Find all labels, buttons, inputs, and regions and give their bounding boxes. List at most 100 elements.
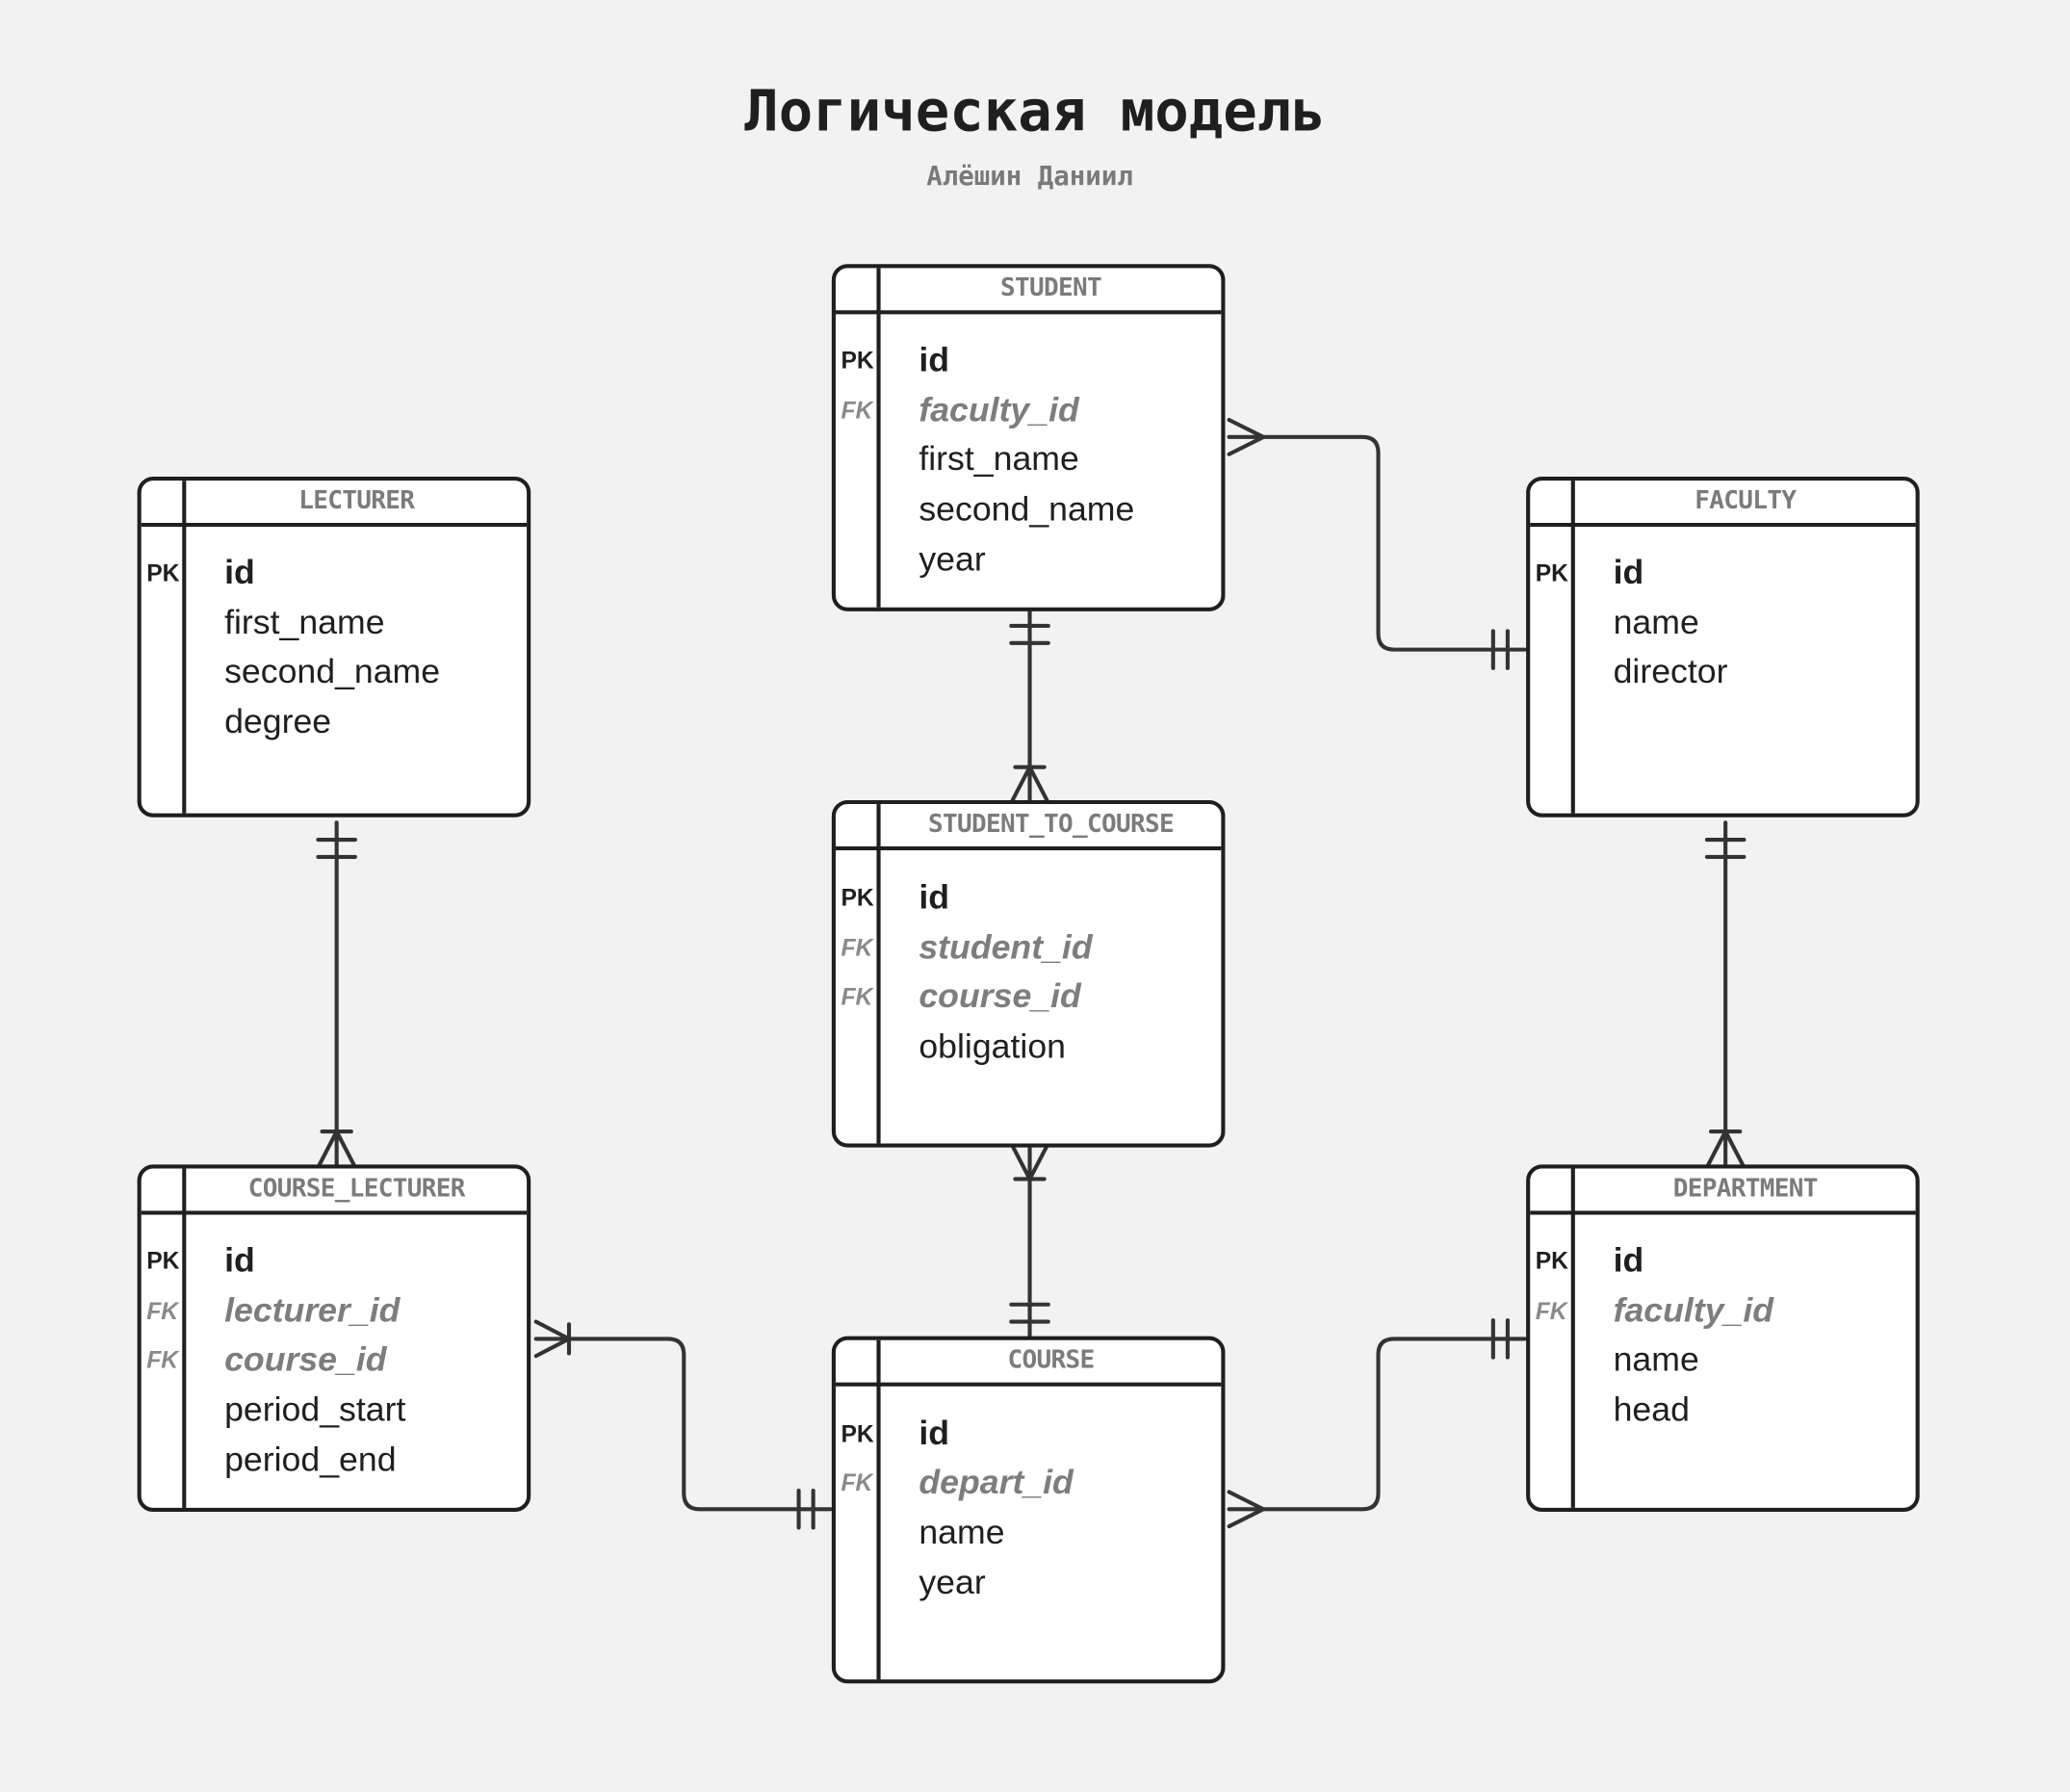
field-name: id xyxy=(1613,552,1644,592)
rel-course-lecturer-course xyxy=(533,1319,833,1530)
field-name: lecturer_id xyxy=(224,1289,401,1330)
field-row[interactable]: head xyxy=(1530,1387,1915,1437)
field-name: year xyxy=(919,1562,986,1602)
diagram-title: Логическая модель xyxy=(744,79,1326,145)
field-name: faculty_id xyxy=(1613,1289,1774,1330)
key-column-divider xyxy=(182,1168,187,1508)
entity-name: COURSE_LECTURER xyxy=(247,1173,466,1204)
field-name: id xyxy=(224,1239,255,1280)
entity-name: STUDENT xyxy=(999,273,1102,303)
field-row[interactable]: first_name xyxy=(142,600,527,650)
primary-key-marker: PK xyxy=(146,1247,180,1275)
field-row[interactable]: name xyxy=(836,1509,1221,1559)
field-row[interactable]: obligation xyxy=(836,1024,1221,1074)
entity-faculty[interactable]: FACULTY PK id name director xyxy=(1526,477,1920,818)
field-name: id xyxy=(919,1413,950,1453)
primary-key-marker: PK xyxy=(841,347,874,375)
field-row[interactable]: name xyxy=(1530,600,1915,650)
field-name: name xyxy=(1613,602,1699,642)
field-name: student_id xyxy=(919,926,1093,967)
field-row[interactable]: FK student_id xyxy=(836,924,1221,974)
field-row[interactable]: PK id xyxy=(836,1410,1221,1460)
entity-header xyxy=(1530,480,1916,528)
rel-course-student-to-course xyxy=(1009,1144,1050,1338)
rel-course-department xyxy=(1227,1318,1527,1529)
foreign-key-marker: FK xyxy=(841,934,873,962)
field-name: year xyxy=(919,538,986,579)
entity-header xyxy=(835,804,1222,851)
entity-name: COURSE xyxy=(1007,1345,1095,1375)
primary-key-marker: PK xyxy=(146,559,180,586)
field-row[interactable]: FK faculty_id xyxy=(836,387,1221,437)
field-row[interactable]: second_name xyxy=(142,648,527,698)
field-row[interactable]: first_name xyxy=(836,435,1221,485)
field-row[interactable]: PK id xyxy=(142,549,527,599)
field-name: first_name xyxy=(919,438,1079,479)
field-row[interactable]: PK id xyxy=(1530,1237,1915,1287)
field-row[interactable]: degree xyxy=(142,698,527,748)
rel-student-student-to-course xyxy=(1009,608,1050,803)
entity-name: DEPARTMENT xyxy=(1672,1173,1819,1204)
field-name: id xyxy=(1613,1239,1644,1280)
field-name: faculty_id xyxy=(919,389,1079,429)
key-column-divider xyxy=(876,1339,881,1680)
foreign-key-marker: FK xyxy=(841,1469,873,1496)
entity-student[interactable]: STUDENT PK id FK faculty_id first_name s… xyxy=(831,264,1226,611)
field-row[interactable]: director xyxy=(1530,648,1915,698)
entity-name: LECTURER xyxy=(298,485,415,515)
foreign-key-marker: FK xyxy=(841,397,873,425)
field-row[interactable]: PK id xyxy=(142,1237,527,1287)
entity-name: FACULTY xyxy=(1695,485,1797,515)
primary-key-marker: PK xyxy=(841,884,874,912)
field-name: period_start xyxy=(224,1389,406,1429)
primary-key-marker: PK xyxy=(1535,559,1569,586)
field-name: head xyxy=(1613,1389,1690,1429)
field-name: second_name xyxy=(919,488,1135,529)
entity-department[interactable]: DEPARTMENT PK id FK faculty_id name head xyxy=(1526,1164,1920,1513)
field-row[interactable]: FK faculty_id xyxy=(1530,1287,1915,1338)
field-name: period_end xyxy=(224,1439,397,1479)
key-column-divider xyxy=(1570,480,1575,814)
field-row[interactable]: PK id xyxy=(1530,549,1915,599)
key-column-divider xyxy=(876,268,881,608)
field-row[interactable]: name xyxy=(1530,1337,1915,1387)
rel-student-faculty xyxy=(1227,417,1527,670)
entity-course-lecturer[interactable]: COURSE_LECTURER PK id FK lecturer_id FK … xyxy=(137,1164,531,1513)
primary-key-marker: PK xyxy=(841,1420,874,1447)
field-name: course_id xyxy=(919,975,1081,1016)
entity-lecturer[interactable]: LECTURER PK id first_name second_name de… xyxy=(137,477,531,818)
rel-lecturer-course-lecturer xyxy=(316,820,357,1167)
primary-key-marker: PK xyxy=(1535,1247,1569,1275)
field-row[interactable]: period_end xyxy=(142,1437,527,1487)
field-row[interactable]: FK course_id xyxy=(142,1337,527,1387)
field-row[interactable]: FK depart_id xyxy=(836,1459,1221,1509)
diagram-author: Алёшин Даниил xyxy=(926,159,1133,192)
field-name: obligation xyxy=(919,1026,1066,1066)
field-row[interactable]: FK course_id xyxy=(836,974,1221,1024)
field-row[interactable]: second_name xyxy=(836,486,1221,536)
field-name: name xyxy=(1613,1338,1699,1379)
entity-student-to-course[interactable]: STUDENT_TO_COURSE PK id FK student_id FK… xyxy=(831,799,1226,1148)
field-name: depart_id xyxy=(919,1461,1074,1502)
key-column-divider xyxy=(876,804,881,1144)
field-row[interactable]: FK lecturer_id xyxy=(142,1287,527,1338)
field-name: course_id xyxy=(224,1338,387,1379)
field-row[interactable]: period_start xyxy=(142,1387,527,1437)
entity-name: STUDENT_TO_COURSE xyxy=(927,809,1175,839)
field-row[interactable]: year xyxy=(836,536,1221,586)
rel-faculty-department xyxy=(1704,820,1747,1167)
field-name: id xyxy=(919,876,950,917)
key-column-divider xyxy=(182,480,187,814)
field-row[interactable]: PK id xyxy=(836,337,1221,387)
entity-header xyxy=(141,480,528,528)
field-row[interactable]: PK id xyxy=(836,874,1221,924)
entity-course[interactable]: COURSE PK id FK depart_id name year xyxy=(831,1336,1226,1684)
entity-header xyxy=(141,1169,528,1215)
field-name: director xyxy=(1613,651,1728,691)
entity-header xyxy=(1530,1169,1916,1215)
field-name: degree xyxy=(224,701,332,741)
field-name: name xyxy=(919,1512,1005,1552)
field-row[interactable]: year xyxy=(836,1559,1221,1609)
